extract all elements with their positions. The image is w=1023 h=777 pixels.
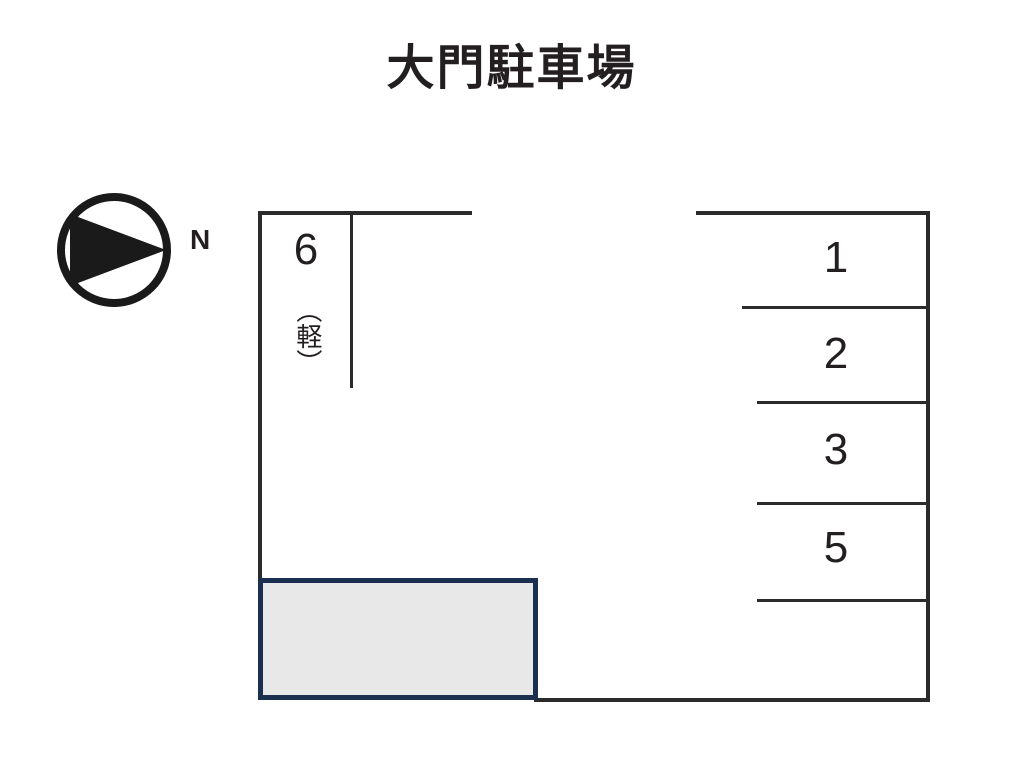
lot-left-wall	[258, 211, 262, 581]
divider-stall-2-3	[757, 401, 930, 404]
lot-top-right-wall	[696, 211, 930, 215]
highlighted-parking-space[interactable]	[258, 578, 538, 700]
lot-bottom-wall	[534, 698, 930, 702]
page-title: 大門駐車場	[386, 40, 637, 96]
compass-north-label: N	[190, 224, 211, 255]
stall-1-number: 1	[823, 233, 849, 282]
stall-2-number: 2	[823, 329, 849, 378]
stall-5-number: 5	[823, 523, 849, 572]
stall-label-6: 6 （軽）	[276, 228, 336, 389]
north-arrow-icon	[57, 193, 171, 307]
divider-stall-1-2	[742, 306, 930, 309]
divider-stall-3-5	[757, 502, 930, 505]
lot-top-left-wall	[258, 211, 472, 215]
lot-right-wall	[926, 211, 930, 702]
divider-stall-5-bottom	[757, 599, 930, 602]
stall-6-kei-note: （軽）	[291, 297, 322, 375]
stall-6-number: 6	[293, 225, 319, 274]
stall-6-divider	[350, 213, 353, 388]
stall-3-number: 3	[823, 425, 849, 474]
compass-rose: N	[54, 190, 234, 310]
